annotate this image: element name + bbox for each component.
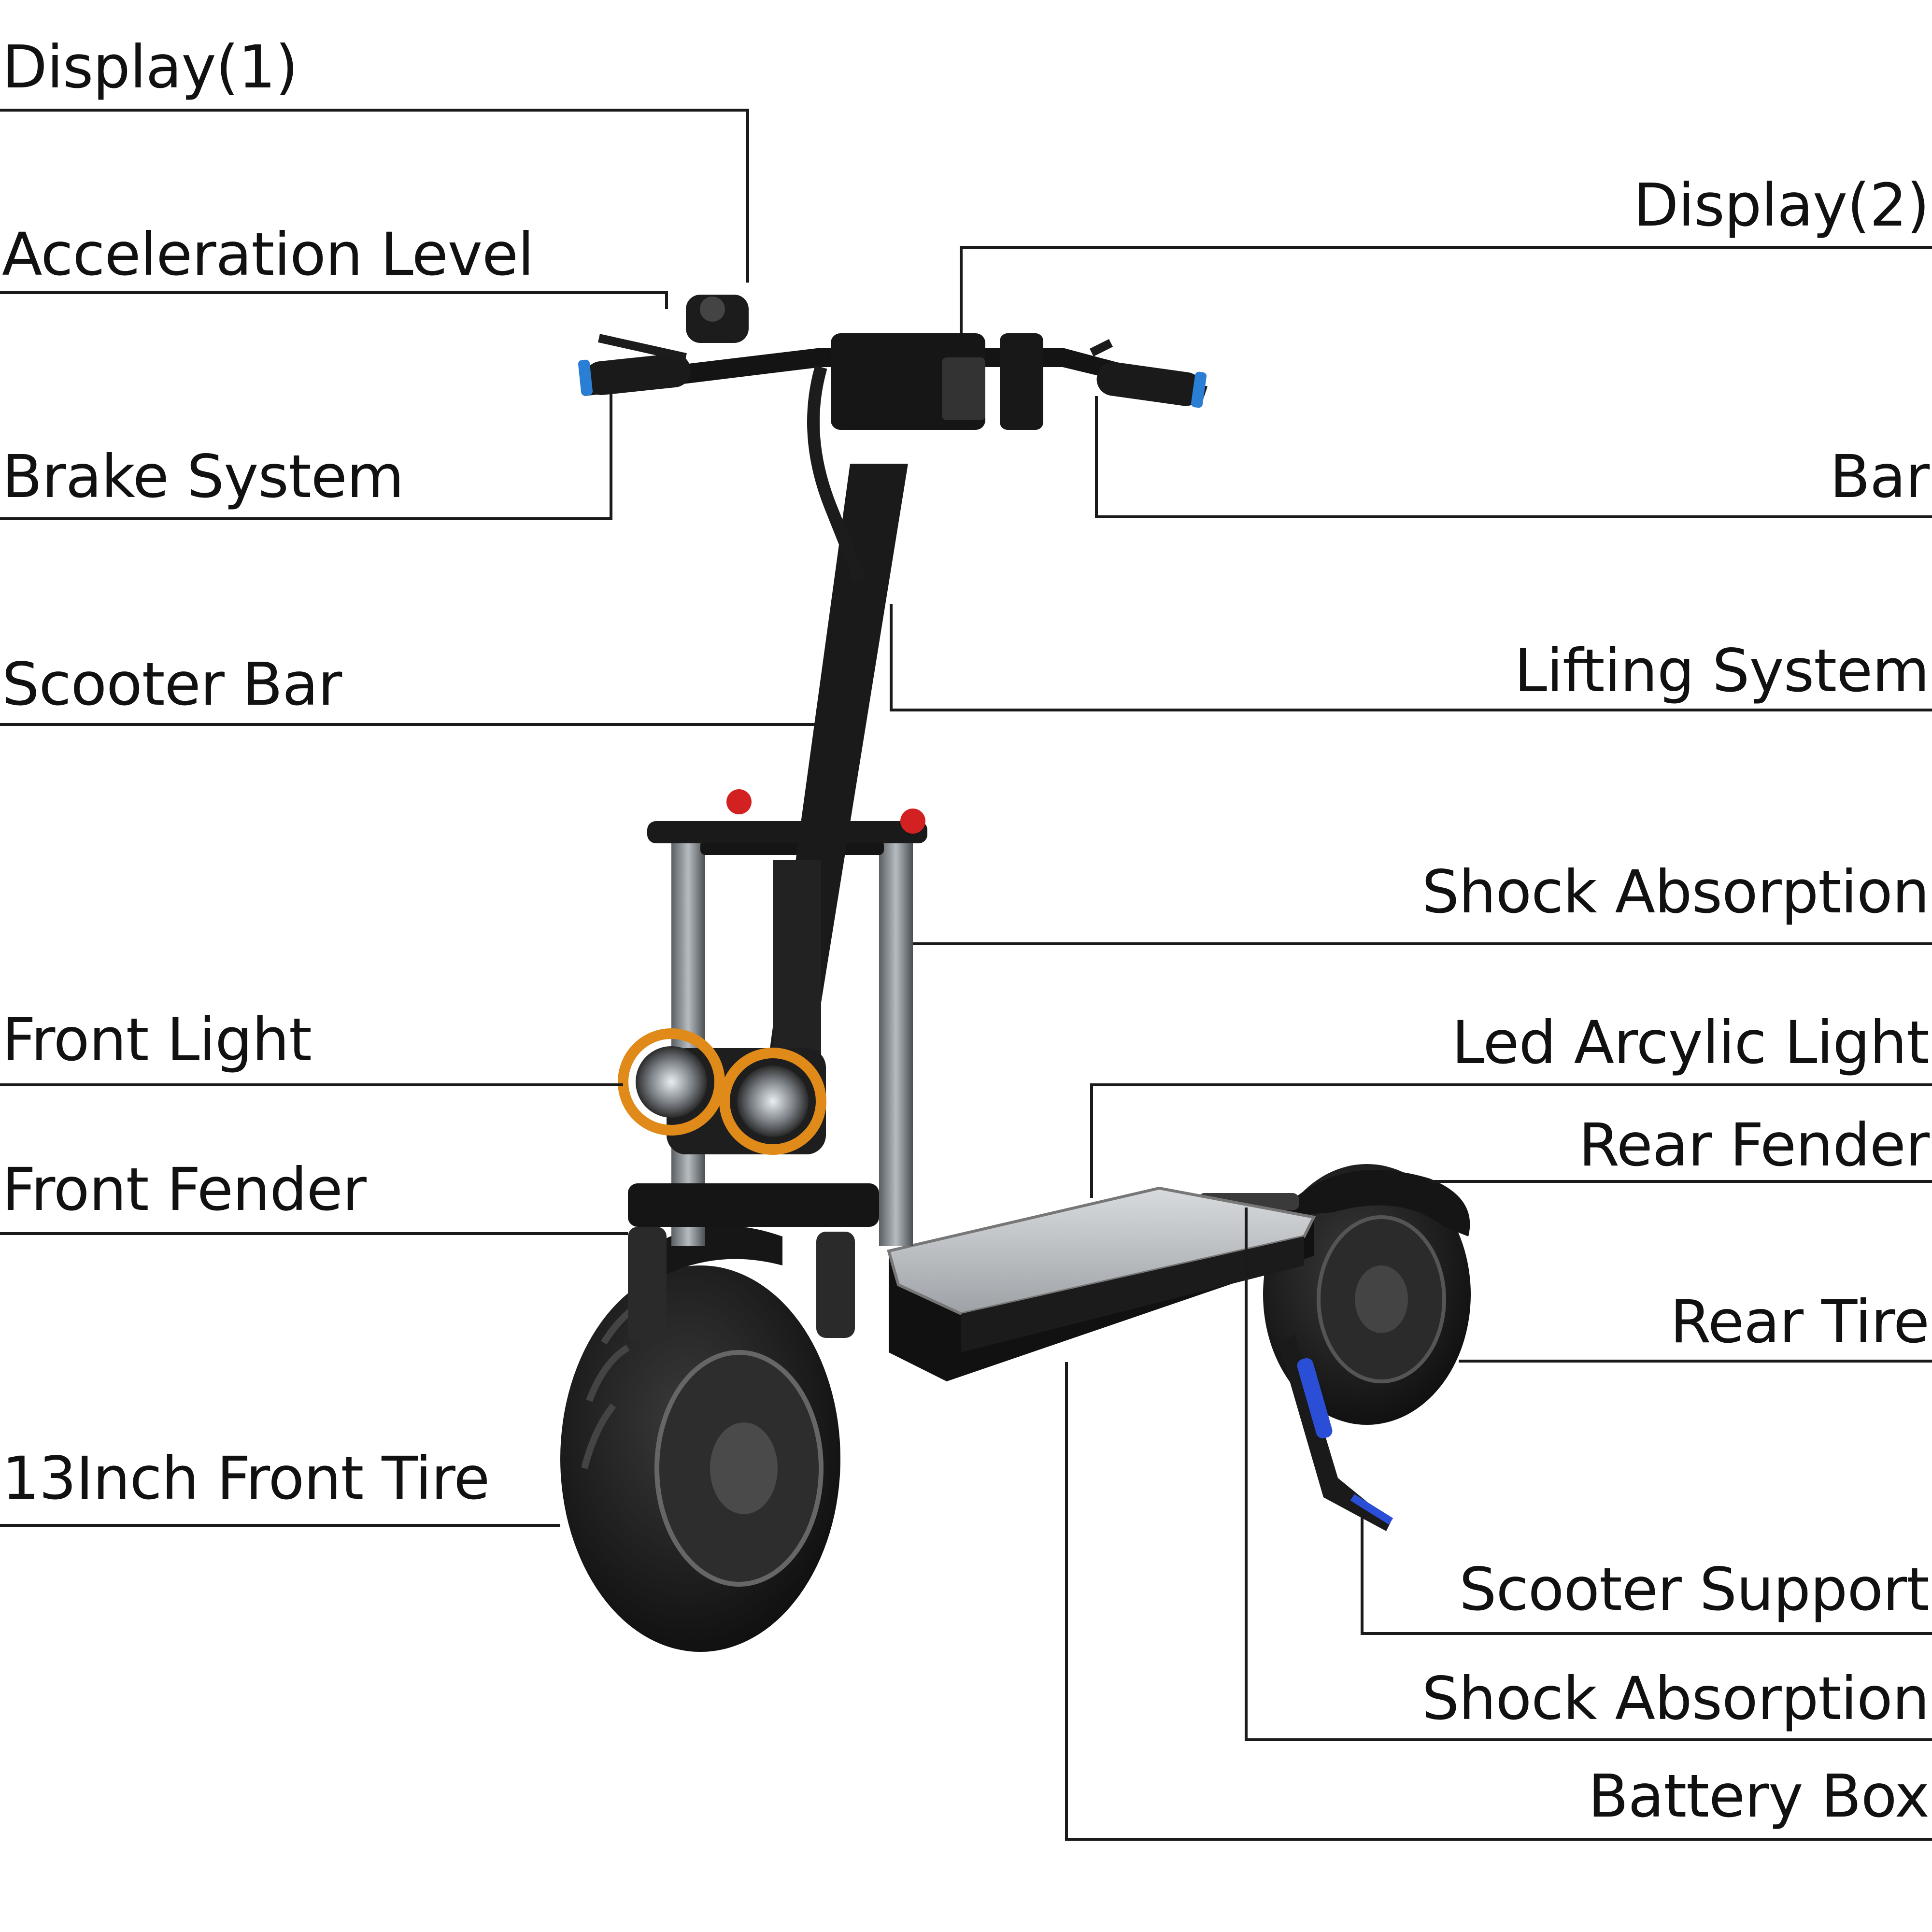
leader-scooter-support bbox=[1361, 1517, 1932, 1635]
leader-shock-absorption-rear bbox=[1245, 1208, 1932, 1741]
label-acceleration-level: Acceleration Level bbox=[2, 220, 534, 289]
label-display-2: Display(2) bbox=[1633, 171, 1930, 240]
label-led-acrylic-light: Led Arcylic Light bbox=[1451, 1009, 1930, 1077]
leader-lines bbox=[0, 109, 1932, 1841]
label-scooter-bar: Scooter Bar bbox=[2, 650, 342, 719]
label-rear-fender: Rear Fender bbox=[1578, 1111, 1930, 1179]
leader-lifting-system bbox=[890, 604, 1932, 711]
label-shock-absorption-rear: Shock Absorption bbox=[1421, 1664, 1930, 1733]
label-bar: Bar bbox=[1830, 442, 1930, 511]
leader-led-acrylic-light bbox=[1090, 1083, 1932, 1198]
leader-display-2 bbox=[960, 246, 1932, 333]
label-front-light: Front Light bbox=[2, 1006, 312, 1074]
deck bbox=[887, 1186, 1316, 1381]
label-brake-system: Brake System bbox=[2, 442, 404, 511]
label-scooter-support: Scooter Support bbox=[1459, 1555, 1930, 1624]
rear-wheel bbox=[1263, 1164, 1471, 1425]
kickstand bbox=[1280, 1333, 1393, 1531]
label-front-tire: 13Inch Front Tire bbox=[2, 1444, 490, 1513]
rear-fender-shape bbox=[1275, 1170, 1470, 1236]
handlebar bbox=[578, 295, 1208, 582]
leader-display-1 bbox=[0, 109, 749, 283]
leader-bar bbox=[1095, 396, 1932, 518]
label-battery-box: Battery Box bbox=[1588, 1762, 1930, 1831]
leader-brake-system bbox=[0, 372, 612, 520]
front-wheel bbox=[560, 1265, 840, 1652]
front-fork bbox=[628, 789, 927, 1343]
label-front-fender: Front Fender bbox=[2, 1155, 367, 1224]
label-display-1: Display(1) bbox=[2, 33, 298, 101]
label-shock-absorption-front: Shock Absorption bbox=[1421, 858, 1930, 926]
label-lifting-system: Lifting System bbox=[1514, 637, 1930, 705]
front-lights bbox=[618, 1028, 826, 1155]
leader-acceleration-level bbox=[0, 291, 668, 309]
scooter bbox=[560, 295, 1471, 1652]
leader-battery-box bbox=[1065, 1362, 1932, 1841]
label-rear-tire: Rear Tire bbox=[1670, 1288, 1930, 1356]
